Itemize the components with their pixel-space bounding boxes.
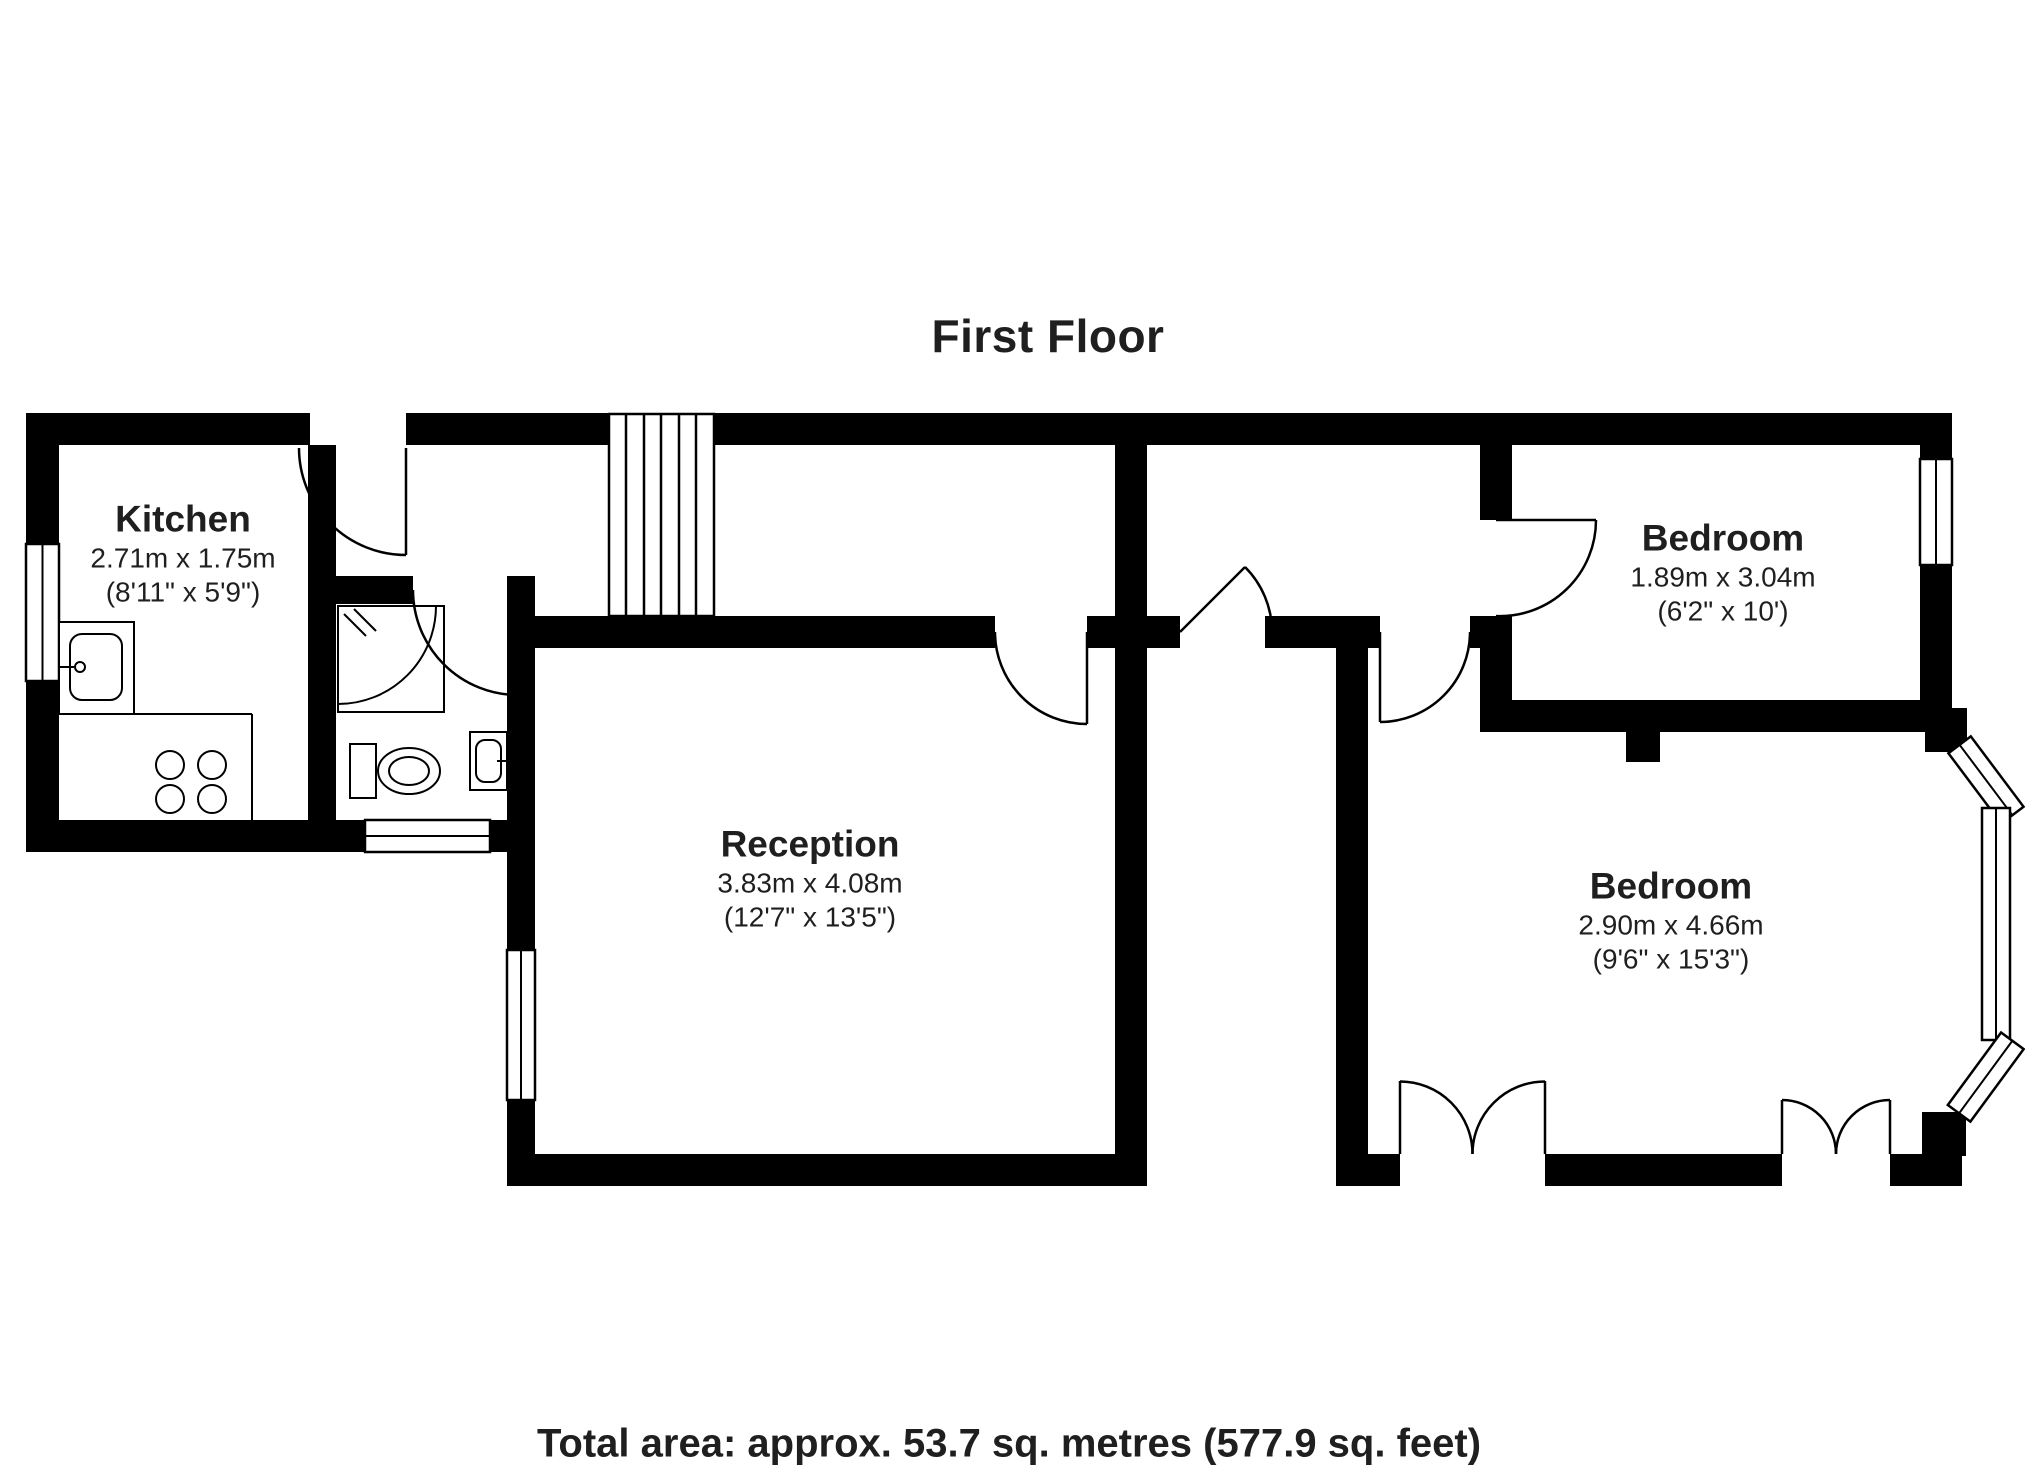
kitchen-name: Kitchen bbox=[115, 498, 251, 540]
entry-door bbox=[1179, 566, 1274, 633]
kitchen-sink-fixture bbox=[58, 621, 135, 715]
bedroom-bottom-double-door-left bbox=[1398, 1080, 1547, 1155]
front-door bbox=[297, 447, 408, 557]
kitchen-label: Kitchen 2.71m x 1.75m (8'11" x 5'9") bbox=[90, 496, 275, 609]
reception-window bbox=[505, 948, 537, 1102]
reception-dim-metric: 3.83m x 4.08m bbox=[717, 867, 903, 899]
stove-hob-fixture bbox=[155, 750, 227, 814]
bedroom-bottom-label: Bedroom 2.90m x 4.66m (9'6" x 15'3") bbox=[1578, 863, 1763, 976]
bedroom-top-name: Bedroom bbox=[1641, 517, 1805, 559]
bedroom-top-dim-metric: 1.89m x 3.04m bbox=[1630, 561, 1816, 593]
doors bbox=[297, 447, 1892, 1155]
total-area-text: Total area: approx. 53.7 sq. metres (577… bbox=[536, 1421, 1482, 1466]
windows bbox=[24, 457, 2025, 1124]
reception-door bbox=[993, 631, 1089, 726]
bay-window-lower bbox=[1946, 1030, 2025, 1124]
kitchen-counter bbox=[59, 713, 253, 820]
bay-window-middle bbox=[1980, 806, 2012, 1042]
kitchen-dim-metric: 2.71m x 1.75m bbox=[90, 542, 276, 574]
bathroom-basin-fixture bbox=[469, 731, 508, 791]
bedroom-bottom-dim-imperial: (9'6" x 15'3") bbox=[1592, 943, 1750, 975]
kitchen-dim-imperial: (8'11" x 5'9") bbox=[105, 576, 261, 608]
fixtures bbox=[58, 605, 508, 820]
reception-name: Reception bbox=[720, 823, 900, 865]
bedroom-bottom-dim-metric: 2.90m x 4.66m bbox=[1578, 909, 1764, 941]
bedroom-top-window bbox=[1918, 457, 1954, 567]
bedroom-top-dim-imperial: (6'2" x 10') bbox=[1657, 595, 1789, 627]
kitchen-window bbox=[24, 542, 61, 683]
staircase bbox=[607, 412, 716, 618]
bedroom-bottom-name: Bedroom bbox=[1589, 865, 1753, 907]
bedroom-bottom-double-door-right bbox=[1780, 1098, 1892, 1155]
reception-label: Reception 3.83m x 4.08m (12'7" x 13'5") bbox=[717, 821, 902, 934]
page-title: First Floor bbox=[931, 310, 1165, 362]
shower-fixture bbox=[337, 605, 445, 713]
bathroom-window bbox=[363, 818, 492, 854]
bedroom-top-door bbox=[1495, 518, 1598, 618]
reception-dim-imperial: (12'7" x 13'5") bbox=[723, 901, 897, 933]
bay-window-upper bbox=[1946, 734, 2025, 826]
toilet-fixture bbox=[349, 743, 441, 799]
bedroom-bottom-door bbox=[1378, 631, 1472, 724]
bedroom-top-label: Bedroom 1.89m x 3.04m (6'2" x 10') bbox=[1630, 515, 1815, 628]
